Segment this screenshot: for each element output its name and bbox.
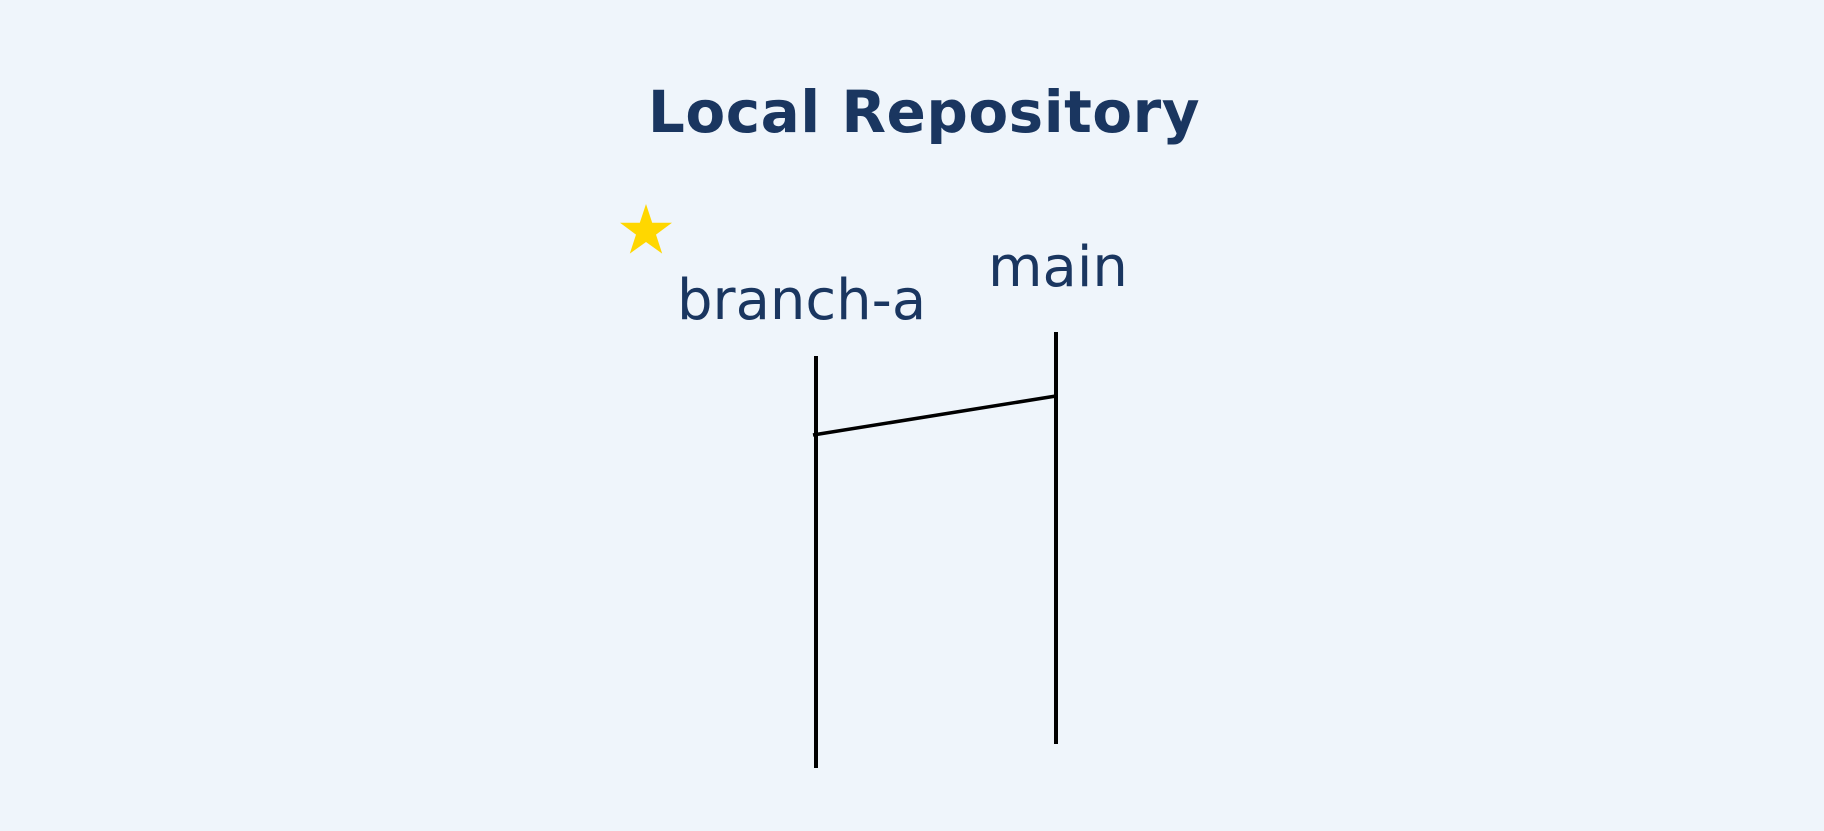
star-icon <box>620 204 672 254</box>
diagram-title: Local Repository <box>647 78 1201 146</box>
branch-label-branch-a: branch-a <box>677 268 927 333</box>
branch-connector <box>812 394 1057 437</box>
branch-label-main: main <box>988 235 1128 300</box>
